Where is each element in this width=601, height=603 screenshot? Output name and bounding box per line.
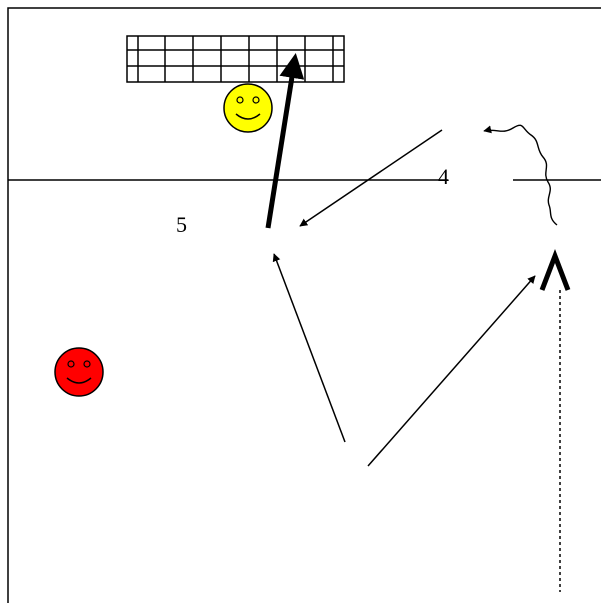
smiley-face-icon — [223, 83, 273, 133]
caret-marker — [539, 248, 571, 291]
goal-net-icon — [126, 35, 345, 83]
player-number-label: 4 — [438, 164, 449, 189]
dribble-arrow — [483, 124, 558, 226]
movement-arrow — [272, 253, 346, 443]
shot-arrow — [265, 53, 305, 229]
court-border — [7, 7, 601, 603]
player-number-label: 5 — [176, 212, 187, 237]
pass-arrow — [299, 129, 443, 227]
movement-arrow — [367, 275, 536, 467]
smiley-face-icon — [54, 347, 104, 397]
